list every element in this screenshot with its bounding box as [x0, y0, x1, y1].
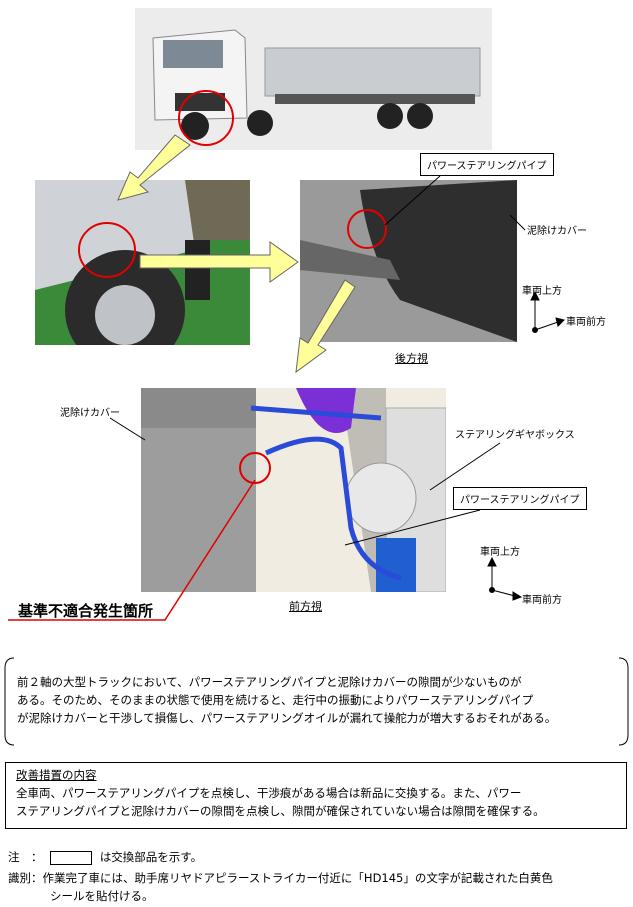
- rear-pipe-callout: パワーステアリングパイプ: [420, 153, 554, 176]
- front-axis-up-label: 車両上方: [480, 547, 520, 558]
- front-mudguard-label: 泥除けカバー: [60, 408, 120, 419]
- id-label: 識別：: [8, 871, 43, 885]
- description-line: ある。そのため、そのままの状態で使用を続けると、走行中の振動によりパワーステアリ…: [17, 693, 534, 707]
- front-axis-forward-label: 車両前方: [522, 595, 562, 606]
- remedy-line: ステアリングパイプと泥除けカバーの隙間を点検し、隙間が確保されていない場合は隙間…: [16, 804, 545, 818]
- notes: 注 ： は交換部品を示す。 識別：作業完了車には、助手席リヤドアピラーストライカ…: [8, 848, 628, 905]
- rear-view-caption: 後方視: [395, 352, 428, 365]
- yellow-arrow-icon: [117, 134, 356, 374]
- leader-lines: [109, 175, 526, 546]
- description-line: 前２軸の大型トラックにおいて、パワーステアリングパイプと泥除けカバーの隙間が少な…: [17, 675, 522, 689]
- axis-front-icon: [487, 556, 523, 601]
- id-row-2: シールを貼付ける。: [50, 889, 154, 903]
- front-view-caption: 前方視: [289, 600, 322, 613]
- rear-axis-forward-label: 車両前方: [566, 317, 606, 328]
- defect-location-label: 基準不適合発生箇所: [18, 602, 154, 620]
- note-row: 注 ： は交換部品を示す。: [8, 848, 628, 866]
- description-bracket: [4, 657, 629, 746]
- replacement-part-swatch: [50, 850, 93, 865]
- rear-axis-up-label: 車両上方: [522, 286, 562, 297]
- id-text: 作業完了車には、助手席リヤドアピラーストライカー付近に「HD145」の文字が記載…: [42, 871, 553, 885]
- red-leader-line: [8, 479, 256, 621]
- description-text: 前２軸の大型トラックにおいて、パワーステアリングパイプと泥除けカバーの隙間が少な…: [17, 673, 627, 727]
- note-label: 注 ：: [8, 850, 43, 864]
- highlight-circle-icon: [78, 90, 387, 484]
- remedy-box: 改善措置の内容 全車両、パワーステアリングパイプを点検し、干渉痕がある場合は新品…: [5, 762, 627, 829]
- front-view-cad: [141, 388, 446, 592]
- id-row: 識別：作業完了車には、助手席リヤドアピラーストライカー付近に「HD145」の文字…: [8, 869, 628, 887]
- remedy-title: 改善措置の内容: [16, 768, 97, 782]
- rear-mudguard-label: 泥除けカバー: [527, 226, 587, 237]
- remedy-line: 全車両、パワーステアリングパイプを点検し、干渉痕がある場合は新品に交換する。また…: [16, 786, 522, 800]
- gearbox-label: ステアリングギヤボックス: [455, 430, 575, 441]
- description-line: が泥除けカバーと干渉して損傷し、パワーステアリングオイルが漏れて操舵力が増大する…: [17, 711, 557, 725]
- note-text: は交換部品を示す。: [99, 850, 203, 864]
- front-pipe-callout: パワーステアリングパイプ: [453, 487, 587, 510]
- axis-rear-icon: [530, 290, 565, 333]
